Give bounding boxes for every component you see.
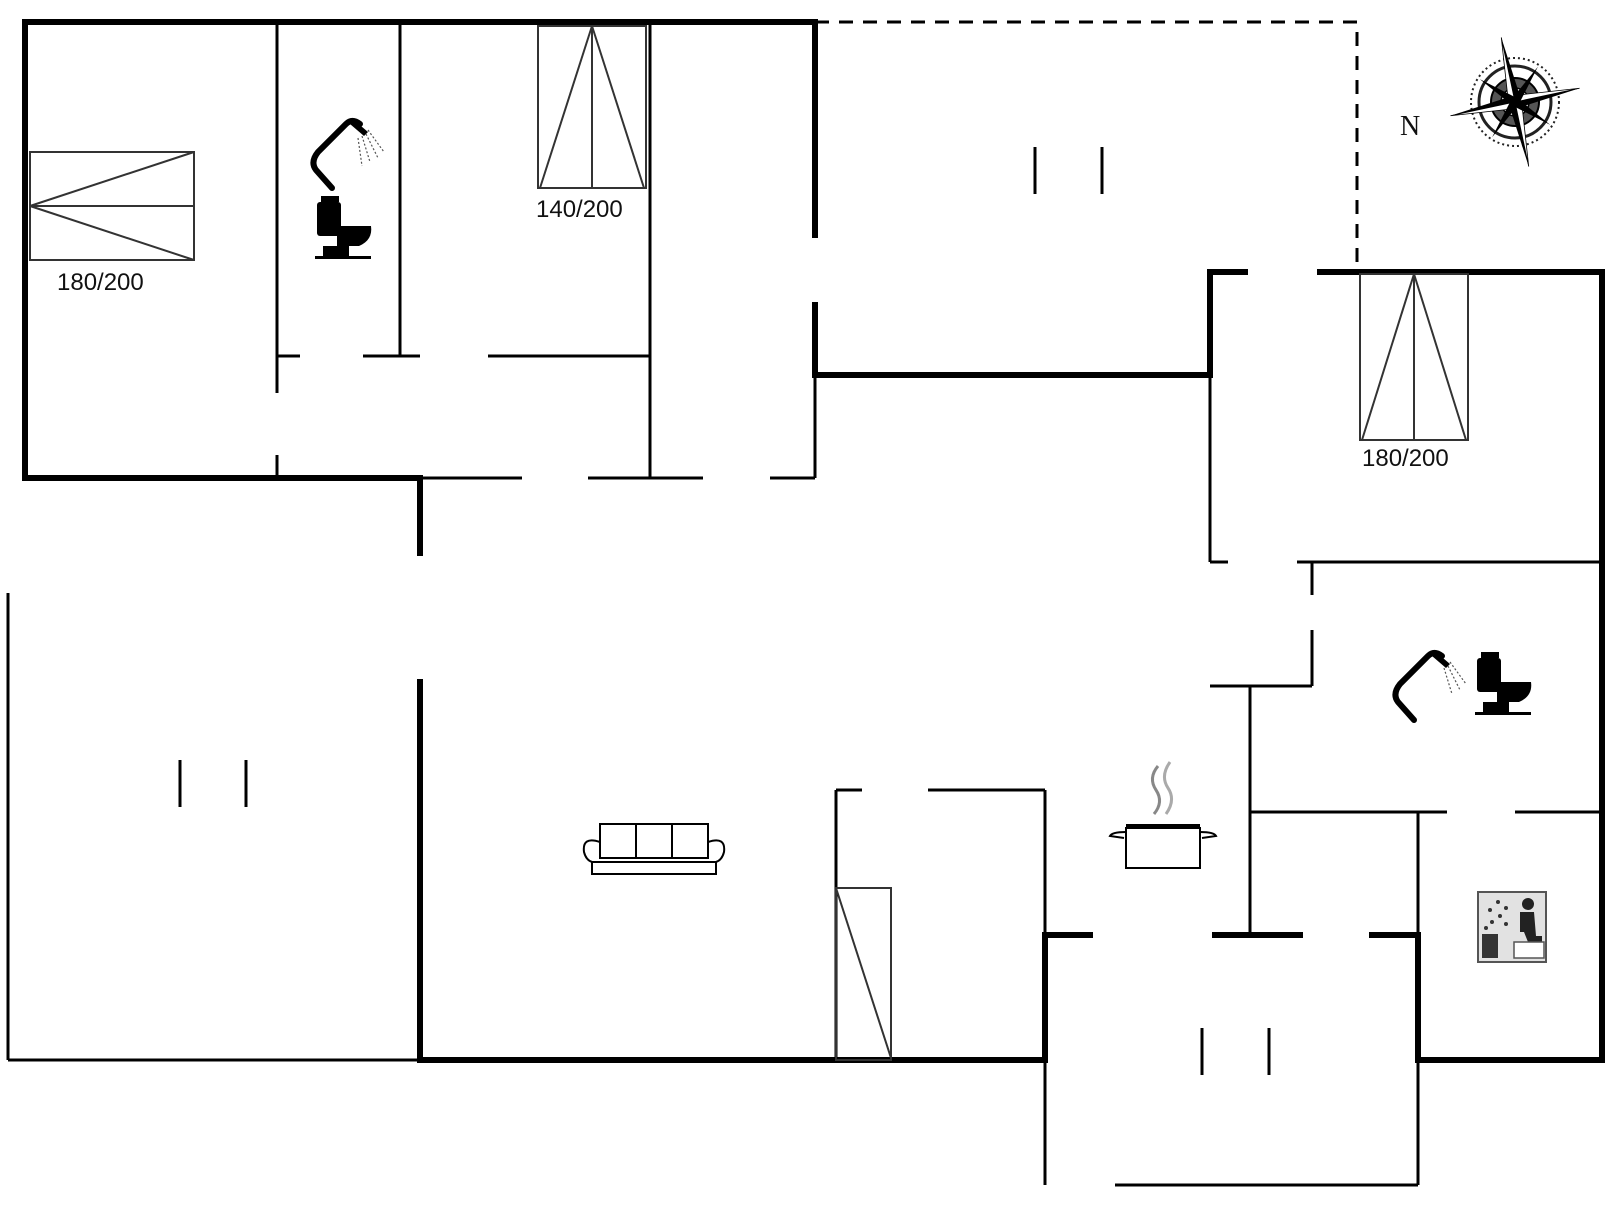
- toilet-icon: [315, 196, 372, 259]
- compass-rose-icon: [1450, 37, 1580, 167]
- toilet-icon-2: [1475, 652, 1532, 715]
- walls: [6, 19, 1605, 1187]
- window-markers: [178, 147, 1271, 1075]
- bed-bedroom-3: [1359, 273, 1469, 441]
- shower-icon-2: [1392, 650, 1467, 723]
- shower-icon: [310, 118, 385, 191]
- bed-bedroom-1: [29, 151, 195, 261]
- cooking-pot-icon: [1108, 761, 1218, 869]
- bed-label-bedroom-3: 180/200: [1362, 445, 1449, 472]
- closet-door: [835, 887, 892, 1061]
- bed-label-bedroom-2: 140/200: [536, 196, 623, 223]
- bed-label-bedroom-1: 180/200: [57, 269, 144, 296]
- bed-bedroom-2: [537, 25, 647, 189]
- north-label: N: [1400, 111, 1420, 142]
- sofa-icon: [582, 823, 726, 875]
- sauna-icon: [1477, 891, 1547, 963]
